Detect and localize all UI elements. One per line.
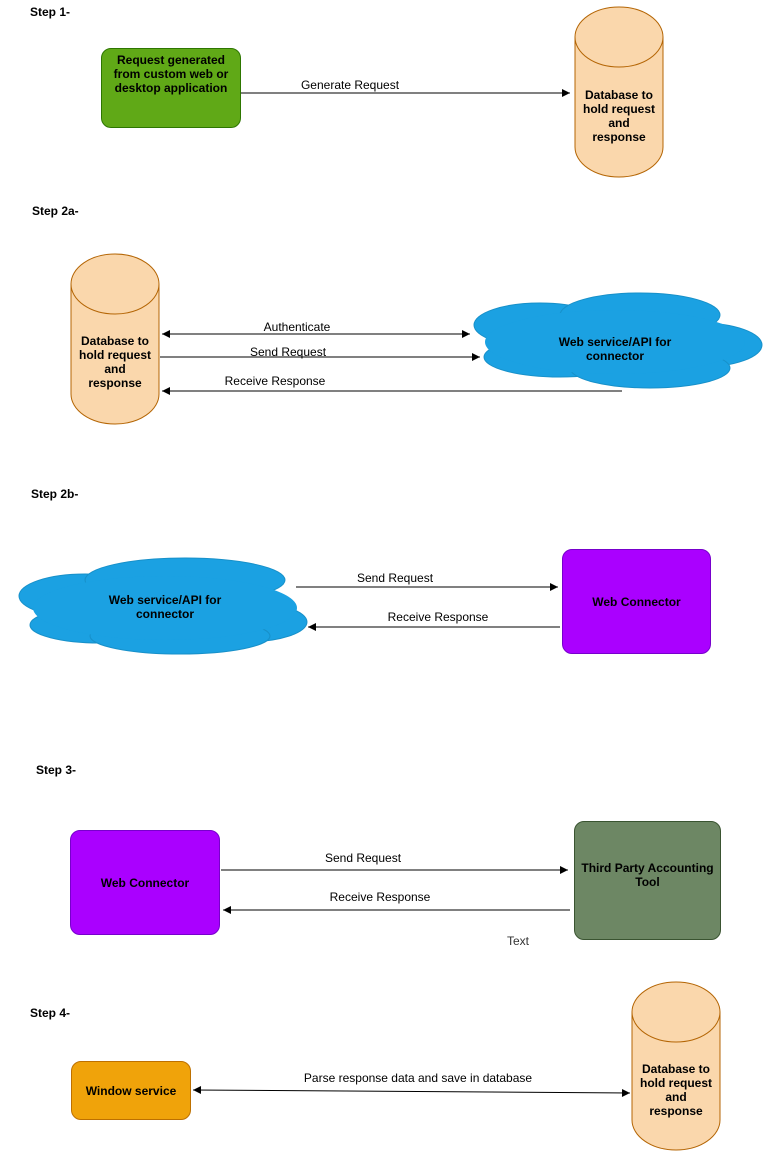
third-party-tool-label: Third Party Accounting Tool — [581, 860, 714, 889]
edge-parse-save — [192, 1086, 631, 1097]
request-generated-node[interactable] — [101, 48, 241, 128]
database-label-step4: Database to hold request and response — [639, 1062, 712, 1118]
window-service-node[interactable] — [71, 1061, 191, 1120]
database-label-step2a: Database to hold request and response — [78, 334, 151, 390]
request-generated-label: Request generated from custom web or des… — [113, 53, 229, 95]
database-cylinder-step4 — [631, 981, 721, 1151]
edge-label-receive-response-3: Receive Response — [329, 890, 431, 904]
database-cylinder-step1 — [574, 6, 664, 178]
web-connector-node-step3[interactable] — [70, 830, 220, 935]
edge-label-parse-save: Parse response data and save in database — [303, 1071, 533, 1085]
web-connector-label-step3: Web Connector — [100, 875, 190, 890]
edge-label-receive-response-2b: Receive Response — [387, 610, 489, 624]
web-service-label-step2a: Web service/API for connector — [558, 335, 672, 363]
step-2a-label: Step 2a- — [32, 204, 79, 218]
edge-label-send-request-2a: Send Request — [249, 345, 327, 359]
database-cylinder-step2a — [70, 253, 160, 425]
window-service-label: Window service — [85, 1083, 177, 1098]
database-label-step1: Database to hold request and response — [582, 88, 655, 144]
step-2b-label: Step 2b- — [31, 487, 79, 501]
web-service-cloud-step2b — [18, 557, 308, 655]
edge-label-authenticate: Authenticate — [263, 320, 331, 334]
edge-label-send-request-2b: Send Request — [356, 571, 434, 585]
web-connector-label-step2b: Web Connector — [592, 594, 681, 609]
edge-label-receive-response-2a: Receive Response — [224, 374, 326, 388]
web-service-label-step2b: Web service/API for connector — [108, 593, 222, 621]
third-party-tool-node[interactable] — [574, 821, 721, 940]
edge-label-send-request-3: Send Request — [324, 851, 402, 865]
step-1-label: Step 1- — [30, 5, 71, 19]
web-connector-node-step2b[interactable] — [562, 549, 711, 654]
step-3-label: Step 3- — [36, 763, 77, 777]
web-service-cloud-step2a — [473, 292, 763, 389]
step-4-label: Step 4- — [30, 1006, 71, 1020]
edge-label-generate-request: Generate Request — [300, 78, 400, 92]
free-text-label: Text — [507, 934, 530, 948]
